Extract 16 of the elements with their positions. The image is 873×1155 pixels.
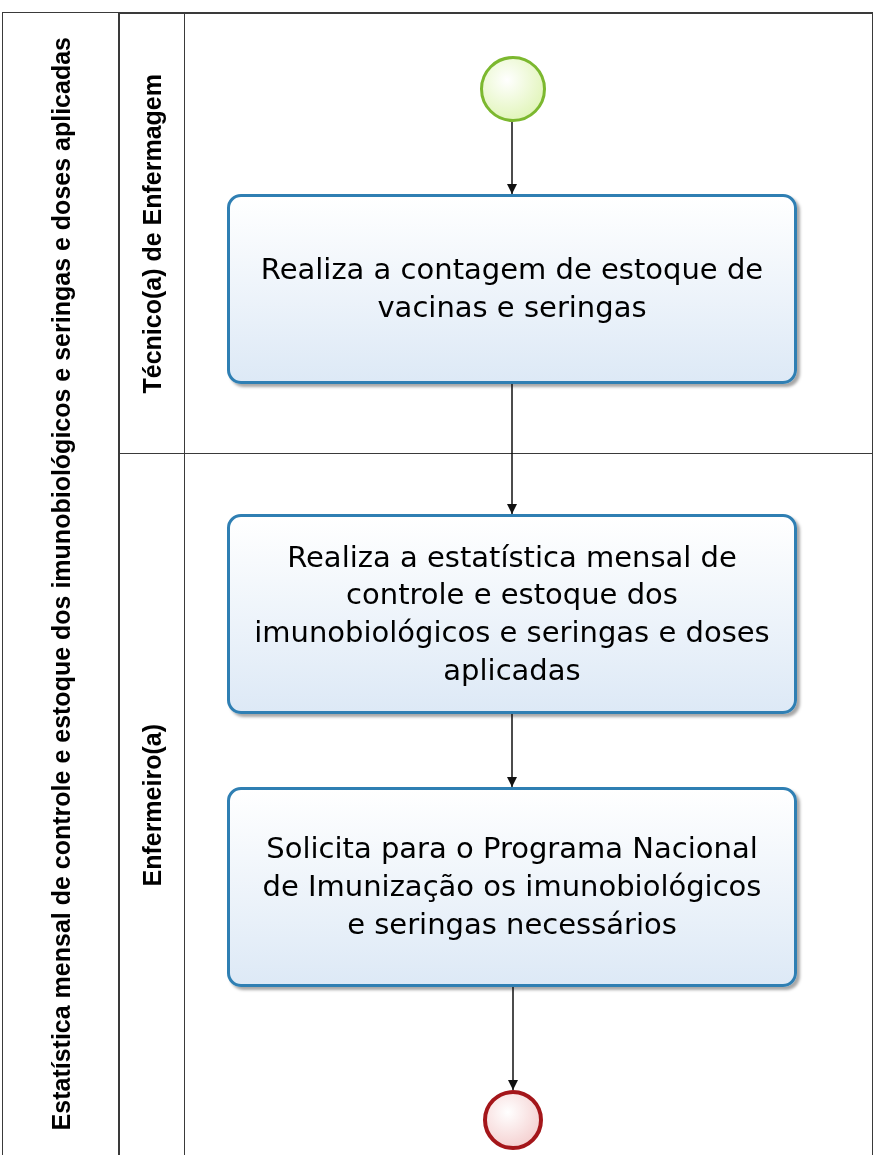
task-text: Solicita para o Programa Nacional de Imunização os imunobiológicos e seringas necessários <box>261 830 763 943</box>
sequence-arrow <box>507 121 517 195</box>
pool <box>2 12 873 1155</box>
lane-title: Enfermeiro(a) <box>137 723 167 887</box>
task-box <box>227 194 797 384</box>
swimlane <box>119 13 873 453</box>
lane-title: Técnico(a) de Enfermagem <box>137 73 167 394</box>
swimlane <box>119 453 873 1155</box>
task-box <box>227 514 797 714</box>
task-text: Realiza a contagem de estoque de vacinas e seringas <box>259 251 765 326</box>
task-box <box>227 787 797 987</box>
task-text: Realiza a estatística mensal de controle e estoque dos imunobiológicos e seringas e doses aplicadas <box>253 538 771 689</box>
sequence-arrow <box>507 383 517 515</box>
sequence-arrow <box>508 986 518 1091</box>
sequence-arrow <box>507 713 517 788</box>
pool-title: Estatística mensal de controle e estoque dos imunobiológicos e seringas e doses aplicadas <box>45 37 76 1131</box>
